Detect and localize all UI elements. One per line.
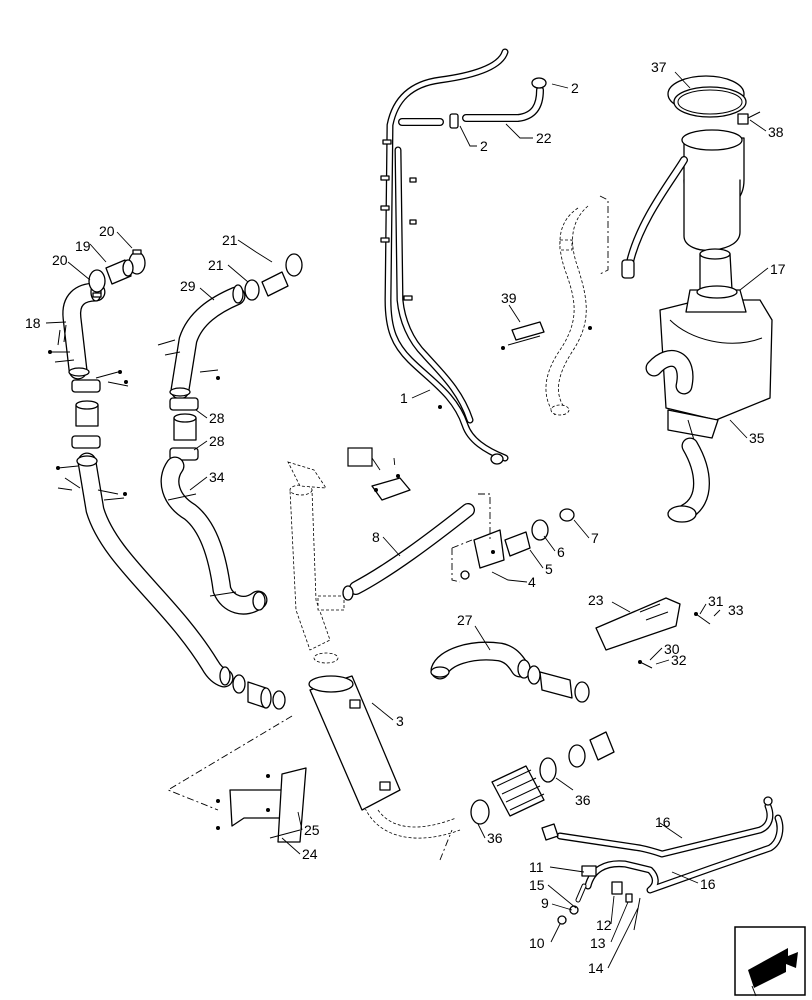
callout-16b: 16 xyxy=(700,876,716,892)
bracket-23[interactable] xyxy=(595,597,711,669)
coupler-19[interactable] xyxy=(105,259,134,285)
tube-ghost-39 xyxy=(501,205,592,416)
lines-16[interactable] xyxy=(556,796,784,894)
callout-22: 22 xyxy=(536,130,552,146)
leader-lines xyxy=(45,71,769,969)
callout-17: 17 xyxy=(770,261,786,277)
callout-27: 27 xyxy=(457,612,473,628)
callout-7: 7 xyxy=(591,530,599,546)
sensor-assembly[interactable] xyxy=(460,508,575,580)
callout-21b: 21 xyxy=(208,257,224,273)
callout-2a: 2 xyxy=(571,80,579,96)
band-clamp-37[interactable] xyxy=(673,86,747,118)
callout-29: 29 xyxy=(180,278,196,294)
callout-2b: 2 xyxy=(480,138,488,154)
brackets-24-25[interactable] xyxy=(216,767,307,843)
reference-lines xyxy=(166,195,609,861)
callout-36a: 36 xyxy=(575,792,591,808)
callout-34: 34 xyxy=(209,469,225,485)
pipe-end-clamps[interactable] xyxy=(232,674,286,710)
callout-20b: 20 xyxy=(99,223,115,239)
callout-6: 6 xyxy=(557,544,565,560)
muffler-3[interactable] xyxy=(308,675,461,839)
air-tube-34[interactable] xyxy=(160,456,268,615)
callout-33: 33 xyxy=(728,602,744,618)
callout-4: 4 xyxy=(528,574,536,590)
clamps-21[interactable] xyxy=(244,253,303,301)
callout-3: 3 xyxy=(396,713,404,729)
callout-18: 18 xyxy=(25,315,41,331)
callout-39: 39 xyxy=(501,290,517,306)
elbow-stack-left[interactable] xyxy=(71,370,129,449)
long-intake-pipe[interactable] xyxy=(56,452,234,688)
flex-pipe-36[interactable] xyxy=(470,731,615,825)
callout-32: 32 xyxy=(671,652,687,668)
callout-26-box xyxy=(347,447,373,467)
clamp-17[interactable] xyxy=(696,285,738,299)
bolt-38[interactable] xyxy=(737,111,761,125)
clamps-28[interactable] xyxy=(169,397,199,461)
callout-25: 25 xyxy=(304,822,320,838)
breather-pipe-1[interactable] xyxy=(380,48,509,465)
callout-10: 10 xyxy=(529,935,545,951)
callout-11: 11 xyxy=(529,859,544,875)
callout-19: 19 xyxy=(75,238,91,254)
callout-20a: 20 xyxy=(52,252,68,268)
callout-5: 5 xyxy=(545,561,553,577)
callout-38: 38 xyxy=(768,124,784,140)
callout-28b: 28 xyxy=(209,433,225,449)
callout-31: 31 xyxy=(708,593,724,609)
tube-27[interactable] xyxy=(430,641,590,703)
callout-30: 30 xyxy=(664,641,680,657)
callout-16a: 16 xyxy=(655,814,671,830)
callout-37: 37 xyxy=(651,59,667,75)
hose-22[interactable] xyxy=(398,77,547,129)
air-cleaner-35[interactable] xyxy=(621,75,773,523)
callout-1: 1 xyxy=(400,390,408,406)
callout-28a: 28 xyxy=(209,410,225,426)
hose-8[interactable] xyxy=(342,503,475,601)
callout-9: 9 xyxy=(541,895,549,911)
callout-35: 35 xyxy=(749,430,765,446)
callout-labels: 1 2 2 3 4 5 6 7 8 9 10 11 12 13 14 15 16… xyxy=(25,59,786,976)
callout-21a: 21 xyxy=(222,232,238,248)
callout-14: 14 xyxy=(588,960,604,976)
arrow-navigation-icon[interactable] xyxy=(734,926,806,997)
exhaust-pipe-ghost xyxy=(287,461,345,664)
callout-13: 13 xyxy=(590,935,606,951)
callout-15: 15 xyxy=(529,877,545,893)
callout-23: 23 xyxy=(588,592,604,608)
callout-8: 8 xyxy=(372,529,380,545)
air-tube-29[interactable] xyxy=(157,284,246,400)
callout-24: 24 xyxy=(302,846,318,862)
fittings-9-15[interactable] xyxy=(541,823,641,931)
callout-36b: 36 xyxy=(487,830,503,846)
callout-12: 12 xyxy=(596,917,612,933)
fitting-kit-26[interactable] xyxy=(371,474,411,501)
